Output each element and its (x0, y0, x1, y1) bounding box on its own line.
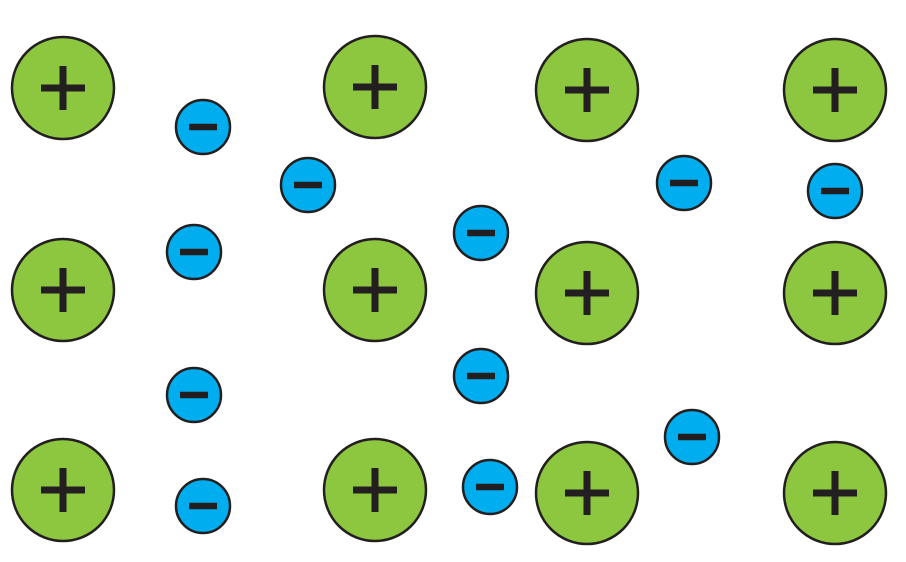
positive-ion (782, 37, 888, 143)
positive-ion (322, 34, 428, 140)
positive-ion (782, 440, 888, 546)
positive-ion (534, 240, 640, 346)
electron (461, 458, 519, 516)
positive-ion (322, 437, 428, 543)
plus-icon (565, 68, 609, 112)
plus-icon (565, 271, 609, 315)
plus-icon (41, 468, 85, 512)
plus-icon (353, 268, 397, 312)
plus-icon (353, 468, 397, 512)
electron (452, 204, 510, 262)
plus-icon (353, 65, 397, 109)
electron (279, 156, 337, 214)
plus-icon (41, 66, 85, 110)
electron (174, 477, 232, 535)
electron (655, 154, 713, 212)
electron (452, 347, 510, 405)
positive-ion (10, 437, 116, 543)
plus-icon (41, 268, 85, 312)
electron (663, 408, 721, 466)
plus-icon (565, 471, 609, 515)
positive-ion-group (10, 34, 888, 546)
plus-icon (813, 68, 857, 112)
positive-ion (782, 240, 888, 346)
electron (806, 162, 864, 220)
positive-ion (10, 35, 116, 141)
plus-icon (813, 271, 857, 315)
electron-group (165, 98, 864, 535)
electron (165, 366, 223, 424)
positive-ion (534, 37, 640, 143)
electron (174, 98, 232, 156)
positive-ion (534, 440, 640, 546)
plus-icon (813, 471, 857, 515)
electron (165, 223, 223, 281)
positive-ion (322, 237, 428, 343)
positive-ion (10, 237, 116, 343)
